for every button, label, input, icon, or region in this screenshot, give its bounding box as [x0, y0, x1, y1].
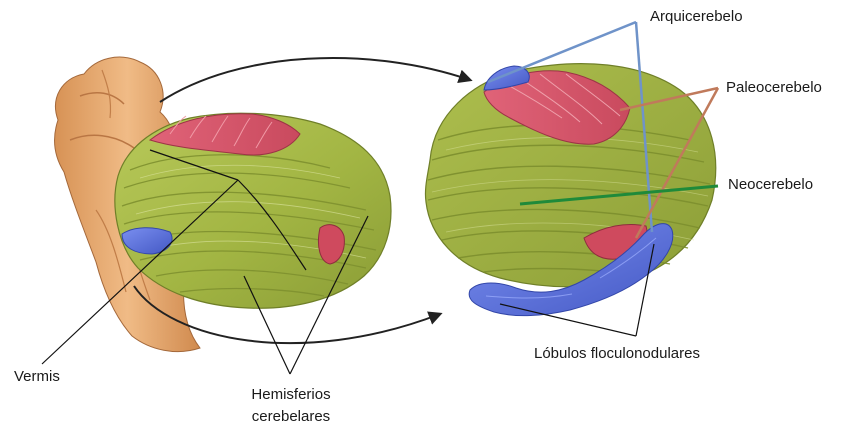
label-lobulos-floculonodulares: Lóbulos floculonodulares: [534, 345, 700, 363]
label-vermis: Vermis: [14, 368, 60, 386]
arrow-top: [160, 58, 470, 102]
label-arquicerebelo: Arquicerebelo: [650, 8, 743, 26]
label-hemisferios: Hemisferios cerebelares: [232, 384, 350, 428]
label-hemisferios-line1: Hemisferios: [232, 384, 350, 406]
left-cerebellum: [115, 113, 391, 308]
label-neocerebelo: Neocerebelo: [728, 176, 813, 194]
label-hemisferios-line2: cerebelares: [232, 406, 350, 428]
label-paleocerebelo: Paleocerebelo: [726, 79, 822, 97]
